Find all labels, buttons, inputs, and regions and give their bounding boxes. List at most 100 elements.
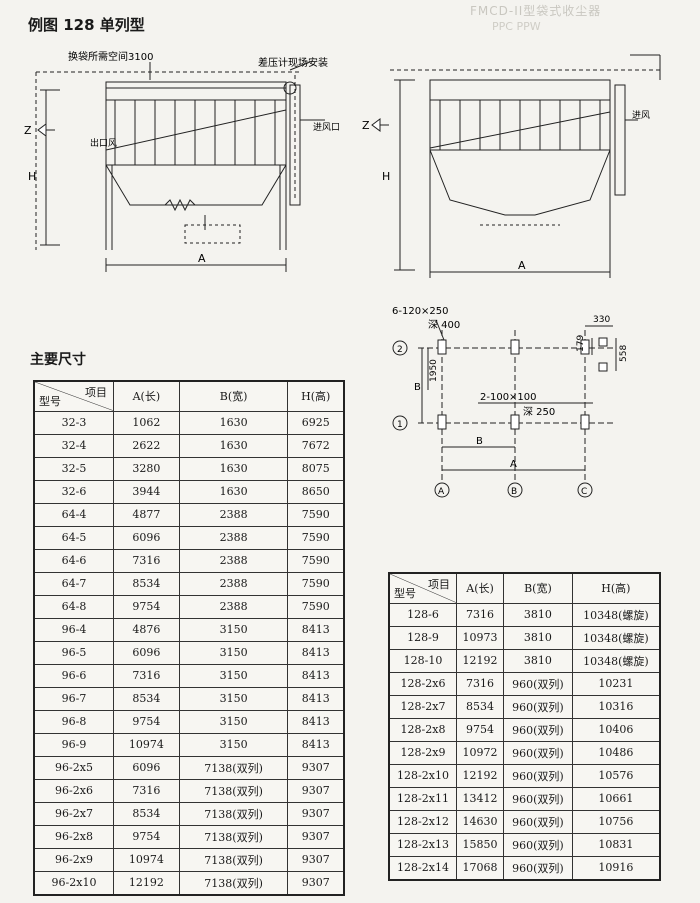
model-cell: 128-2x10: [388, 763, 457, 788]
z-arrow-icon: [371, 118, 381, 132]
anchor-holes: [437, 337, 608, 430]
dim-179-label: 179: [576, 335, 586, 352]
header-item-label: 项目: [85, 386, 107, 399]
outlet-label: 出口风: [90, 137, 117, 149]
width-cell: 1630: [178, 456, 289, 481]
width-cell: 2388: [178, 502, 289, 527]
column-header-h: H(高): [287, 380, 345, 412]
column-header-a: A(长): [455, 572, 505, 604]
height-cell: 10406: [571, 717, 661, 742]
depth-top-label: 深 400: [428, 319, 460, 331]
hopper-outline: [429, 149, 611, 216]
bag-head-rail: [429, 79, 611, 101]
column-header-h: H(高): [571, 572, 661, 604]
h-label: H: [382, 170, 390, 183]
dim-1950-label: 1950: [429, 359, 439, 382]
width-cell: 1630: [178, 410, 289, 435]
holes-bottom-label: 2-100×100: [480, 392, 537, 403]
length-cell: 9754: [113, 824, 180, 849]
width-cell: 3150: [178, 732, 289, 757]
dimensions-heading: 主要尺寸: [30, 352, 86, 368]
width-cell: 2388: [178, 594, 289, 619]
height-cell: 8413: [287, 709, 345, 734]
column-header-b: B(宽): [178, 380, 289, 412]
width-cell: 3150: [178, 686, 289, 711]
corner-header-cell: 项目 型号: [33, 380, 114, 412]
height-cell: 10661: [571, 786, 661, 811]
width-cell: 960(双列): [503, 694, 573, 719]
length-cell: 8534: [113, 686, 180, 711]
depth-bottom-label: 深 250: [523, 406, 555, 418]
model-cell: 64-7: [33, 571, 114, 596]
model-cell: 64-8: [33, 594, 114, 619]
width-cell: 7138(双列): [178, 755, 289, 780]
length-cell: 3280: [113, 456, 180, 481]
b-horizontal-label: B: [476, 436, 483, 447]
filter-bag-columns: [439, 100, 601, 150]
model-cell: 128-2x8: [388, 717, 457, 742]
z-arrow-icon: [37, 123, 47, 137]
model-cell: 96-2x8: [33, 824, 114, 849]
column-header-b: B(宽): [503, 572, 573, 604]
axis-c-label: C: [581, 487, 587, 497]
height-cell: 10831: [571, 832, 661, 857]
model-cell: 64-5: [33, 525, 114, 550]
axis-1-label: 1: [397, 420, 403, 430]
holes-top-leader: [435, 319, 445, 341]
width-cell: 960(双列): [503, 740, 573, 765]
height-cell: 7590: [287, 594, 345, 619]
model-cell: 32-4: [33, 433, 114, 458]
bag-head-rail: [105, 81, 287, 101]
a-label: A: [198, 252, 206, 265]
outlet-diagonal: [429, 111, 611, 149]
length-cell: 7316: [455, 602, 505, 627]
length-cell: 9754: [113, 709, 180, 734]
height-cell: 10231: [571, 671, 661, 696]
column-header-a: A(长): [113, 380, 180, 412]
length-cell: 8534: [113, 571, 180, 596]
width-cell: 3810: [503, 625, 573, 650]
length-cell: 7316: [113, 663, 180, 688]
width-cell: 7138(双列): [178, 801, 289, 826]
header-model-label: 型号: [39, 394, 61, 408]
length-cell: 9754: [455, 717, 505, 742]
height-cell: 10756: [571, 809, 661, 834]
model-cell: 128-2x9: [388, 740, 457, 765]
model-cell: 96-4: [33, 617, 114, 642]
height-cell: 9307: [287, 870, 345, 895]
length-cell: 6096: [113, 525, 180, 550]
model-cell: 32-5: [33, 456, 114, 481]
table-header-row: 项目 型号 A(长) B(宽) H(高): [388, 572, 661, 604]
screw-conveyor: [164, 198, 196, 212]
left-elevation-drawing: 换袋所需空间3100 差压计现场安装 进风口 出口风 Z H A: [24, 50, 340, 272]
model-cell: 128-2x12: [388, 809, 457, 834]
height-cell: 8413: [287, 640, 345, 665]
corner-header-cell: 项目 型号: [388, 572, 457, 604]
model-cell: 96-9: [33, 732, 114, 757]
width-cell: 960(双列): [503, 809, 573, 834]
inlet-label: 进风: [632, 110, 650, 121]
height-cell: 8075: [287, 456, 345, 481]
z-label: Z: [24, 124, 32, 137]
length-cell: 6096: [113, 755, 180, 780]
width-cell: 960(双列): [503, 786, 573, 811]
height-cell: 7590: [287, 548, 345, 573]
length-cell: 10973: [455, 625, 505, 650]
height-cell: 7672: [287, 433, 345, 458]
height-cell: 8413: [287, 732, 345, 757]
model-cell: 128-2x13: [388, 832, 457, 857]
width-cell: 7138(双列): [178, 778, 289, 803]
length-cell: 7316: [455, 671, 505, 696]
